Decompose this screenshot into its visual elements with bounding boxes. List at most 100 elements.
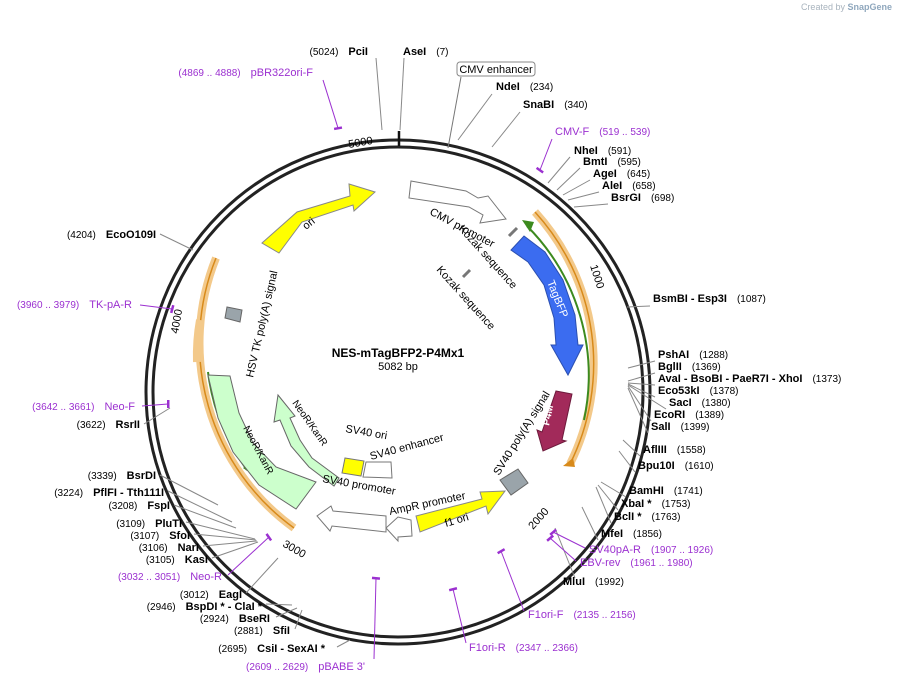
primer-mark	[497, 548, 506, 555]
enzyme-label: NdeI(234)	[496, 81, 553, 93]
primer-mark	[448, 587, 458, 592]
enzyme-label: BclI *(1763)	[614, 511, 680, 523]
primer-mark	[549, 528, 557, 536]
enzyme-leader-line	[573, 203, 609, 208]
primer-mark	[265, 533, 273, 542]
enzyme-label: (5024)PciI	[310, 46, 368, 58]
enzyme-label: (2946)BspDI * - ClaI *	[147, 601, 263, 613]
label-p4m: P4M	[541, 404, 556, 426]
orf-arrowhead-tagbfp	[563, 458, 575, 467]
enzyme-label: SnaBI(340)	[523, 99, 588, 111]
primer-mark	[167, 400, 170, 408]
snapgene-logo: SnapGene	[847, 2, 892, 12]
enzyme-leader-line	[185, 521, 256, 540]
enzyme-label: Eco53kI(1378)	[658, 385, 739, 397]
enzyme-leader-line	[173, 504, 237, 529]
tick-label-1000: 1000	[587, 263, 606, 290]
enzyme-label: MluI(1992)	[563, 576, 624, 588]
enzyme-leader-line	[556, 167, 581, 191]
backbone-inner-ring	[151, 145, 645, 639]
feature-p4m	[536, 390, 573, 452]
enzyme-label: (2924)BseRI	[200, 613, 270, 625]
enzyme-label: MfeI(1856)	[601, 528, 662, 540]
tick-label-3000: 3000	[281, 538, 308, 561]
primer-leader-line	[452, 588, 467, 644]
primer-leader-line	[141, 403, 169, 407]
feature-ori	[261, 183, 376, 254]
orf-arc-neor-line	[198, 257, 295, 529]
enzyme-label: PshAI(1288)	[658, 349, 728, 361]
label-hsv-tk-polya: HSV TK poly(A) signal	[244, 270, 280, 379]
enzyme-leader-line	[627, 383, 656, 398]
primer-marks	[167, 126, 557, 592]
enzyme-label: AleI(658)	[602, 180, 656, 192]
enzyme-leader-line	[595, 486, 612, 524]
enzyme-leader-line	[627, 382, 656, 386]
label-cmv-enhancer: CMV enhancer	[459, 64, 533, 76]
enzyme-leader-line	[457, 93, 493, 141]
primer-leader-line	[322, 79, 339, 129]
primer-leader-line	[539, 138, 553, 171]
primer-label: (2609 .. 2629)pBABE 3'	[246, 661, 365, 673]
credit: Created by SnapGene	[801, 2, 892, 12]
enzyme-leader-line	[143, 407, 171, 425]
enzyme-leader-line	[375, 57, 383, 131]
tick-label-5000: 5000	[347, 135, 373, 151]
enzyme-label: (3109)PluTI	[116, 518, 182, 530]
enzyme-leader-line	[600, 481, 627, 498]
enzyme-leader-line	[193, 533, 257, 541]
enzyme-label: EcoRI(1389)	[654, 409, 724, 421]
enzyme-leader-line	[581, 506, 599, 541]
enzyme-leader-line	[547, 156, 571, 184]
plasmid-size: 5082 bp	[378, 361, 418, 373]
plasmid-name: NES-mTagBFP2-P4Mx1	[332, 346, 465, 360]
leader-lines	[139, 57, 667, 660]
tick-label-4000: 4000	[169, 308, 185, 334]
enzyme-leader-line	[491, 111, 521, 148]
feature-sv40-polya	[499, 468, 529, 496]
feature-sv40-enhancer	[362, 461, 393, 479]
enzyme-leader-line	[399, 57, 405, 131]
primer-leader-line	[373, 577, 377, 660]
primer-label: CMV-F(519 .. 539)	[555, 126, 650, 138]
enzyme-label: BsrGI(698)	[611, 192, 674, 204]
primer-label: F1ori-F(2135 .. 2156)	[528, 609, 636, 621]
orf-arc-tagbfp-line	[534, 211, 595, 465]
feature-kozak-1	[507, 226, 519, 238]
enzyme-leader-line	[336, 639, 351, 648]
enzyme-label: BsmBI - Esp3I(1087)	[653, 293, 766, 305]
primer-label: SV40pA-R(1907 .. 1926)	[589, 544, 713, 556]
enzyme-leader-line	[245, 557, 279, 594]
enzyme-leader-line	[567, 191, 600, 201]
tick-label-2000: 2000	[526, 506, 551, 532]
enzyme-label: (3339)BsrDI	[88, 470, 156, 482]
enzyme-label: AvaI - BsoBI - PaeR7I - XhoI(1373)	[658, 373, 841, 385]
enzyme-label: NheI(591)	[574, 145, 631, 157]
primer-mark	[371, 576, 381, 580]
enzyme-label: (3208)FspI	[108, 500, 170, 512]
enzyme-label: AseI(7)	[403, 46, 448, 58]
enzyme-label: XbaI *(1753)	[621, 498, 690, 510]
feature-cmv-promoter	[408, 180, 507, 224]
cmv-enhancer-leader	[447, 76, 462, 149]
orf-arc-small	[192, 319, 204, 363]
enzyme-leader-line	[265, 603, 293, 606]
enzyme-leader-line	[627, 385, 652, 422]
enzyme-label: SalI(1399)	[651, 421, 709, 433]
enzyme-label: Bpu10I(1610)	[638, 460, 714, 472]
enzyme-leader-line	[626, 305, 651, 308]
primer-mark	[333, 126, 343, 131]
green-arrowhead-tagbfp	[522, 220, 534, 232]
enzyme-leader-line	[202, 540, 258, 547]
primer-label: (4869 .. 4888)pBR322ori-F	[178, 67, 313, 79]
enzyme-label: (3622)RsrII	[77, 419, 140, 431]
enzyme-label: AflIII(1558)	[643, 444, 706, 456]
enzyme-label: (2881)SfiI	[234, 625, 290, 637]
enzyme-label: AgeI(645)	[593, 168, 650, 180]
enzyme-leader-line	[597, 484, 619, 511]
green-arrow-line-tagbfp	[526, 225, 590, 421]
label-kozak-1: Kozak sequence	[456, 223, 519, 291]
enzyme-label: (3105)KasI	[146, 554, 208, 566]
enzyme-label: (3224)PflFI - Tth111I	[54, 487, 164, 499]
